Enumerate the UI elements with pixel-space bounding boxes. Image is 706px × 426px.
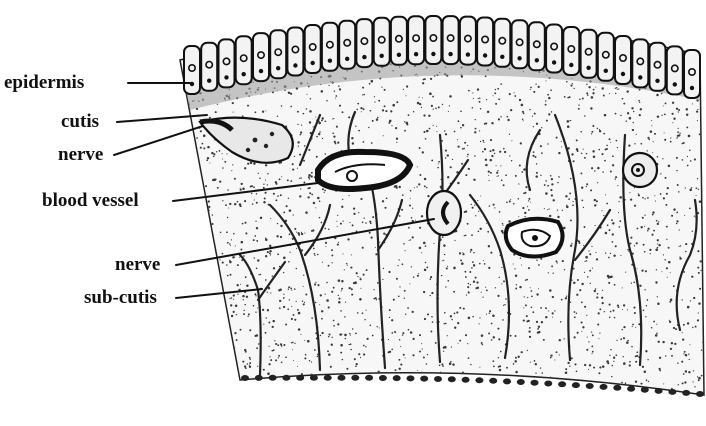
epidermis-cell <box>408 16 424 64</box>
basal-nodule <box>544 381 552 387</box>
basal-nodule <box>379 375 387 381</box>
basal-nodule <box>324 375 332 381</box>
basal-nodule <box>420 376 428 382</box>
basal-nodule <box>668 389 676 395</box>
basal-nodule <box>255 375 263 381</box>
basal-nodule <box>613 385 621 391</box>
epidermis-cell <box>684 50 700 98</box>
basal-nodule <box>434 376 442 382</box>
epidermis-cell <box>477 18 493 66</box>
label-nerve-lower: nerve <box>115 255 160 275</box>
label-sub-cutis: sub-cutis <box>84 288 157 308</box>
vessel-shape <box>506 219 563 257</box>
basal-nodule <box>572 382 580 388</box>
epidermis-cell <box>287 28 303 76</box>
nerve-round-shape <box>623 153 657 187</box>
basal-nodule <box>600 384 608 390</box>
epidermis-cell <box>632 39 648 87</box>
basal-nodule <box>517 379 525 385</box>
epidermis-cell <box>494 19 510 67</box>
basal-nodule <box>462 377 470 383</box>
basal-nodule <box>310 375 318 381</box>
epidermis-cell <box>184 46 200 94</box>
label-blood-vessel: blood vessel <box>42 191 139 211</box>
epidermis-cell <box>563 27 579 75</box>
epidermis-cell <box>391 17 407 65</box>
epidermis-cell <box>201 43 217 91</box>
basal-nodule <box>558 381 566 387</box>
epidermis-cell <box>305 25 321 73</box>
label-epidermis: epidermis <box>4 73 84 93</box>
basal-nodule <box>641 387 649 393</box>
epidermis-cell <box>443 16 459 64</box>
epidermis-cell <box>529 22 545 70</box>
epidermis-cell <box>356 19 372 67</box>
epidermis-cell <box>322 23 338 71</box>
basal-nodule <box>531 380 539 386</box>
basal-nodule <box>407 375 415 381</box>
epidermis-cell <box>374 18 390 66</box>
epidermis-cell <box>512 20 528 68</box>
label-nerve-upper: nerve <box>58 145 103 165</box>
basal-nodule <box>269 375 277 381</box>
basal-nodule <box>351 375 359 381</box>
epidermis-cell <box>253 33 269 81</box>
epidermis-cell <box>546 25 562 73</box>
basal-nodule <box>338 375 346 381</box>
basal-nodule <box>489 378 497 384</box>
epidermis-cell <box>236 36 252 84</box>
basal-nodule <box>627 386 635 392</box>
basal-nodule <box>475 377 483 383</box>
nerve-lower-shape <box>427 191 461 235</box>
leader-nerve-upper <box>114 126 203 155</box>
epidermis-cell <box>339 21 355 69</box>
basal-nodule <box>365 375 373 381</box>
basal-nodule <box>682 390 690 396</box>
basal-nodule <box>241 375 249 381</box>
epidermis-cell <box>615 36 631 84</box>
epidermis-cell <box>270 30 286 78</box>
basal-nodule <box>393 375 401 381</box>
basal-nodule <box>696 391 704 397</box>
epidermis-cell <box>219 39 235 87</box>
epidermis-cell <box>425 16 441 64</box>
basal-nodule <box>448 376 456 382</box>
epidermis-cell <box>598 33 614 81</box>
basal-nodule <box>282 375 290 381</box>
basal-nodule <box>586 383 594 389</box>
epidermis-cell <box>650 43 666 91</box>
epidermis-cell <box>460 17 476 65</box>
basal-nodule <box>296 375 304 381</box>
label-cutis: cutis <box>61 112 99 132</box>
epidermis-cell <box>581 30 597 78</box>
basal-nodule <box>655 388 663 394</box>
epidermis-cell <box>667 46 683 94</box>
basal-nodule <box>503 378 511 384</box>
